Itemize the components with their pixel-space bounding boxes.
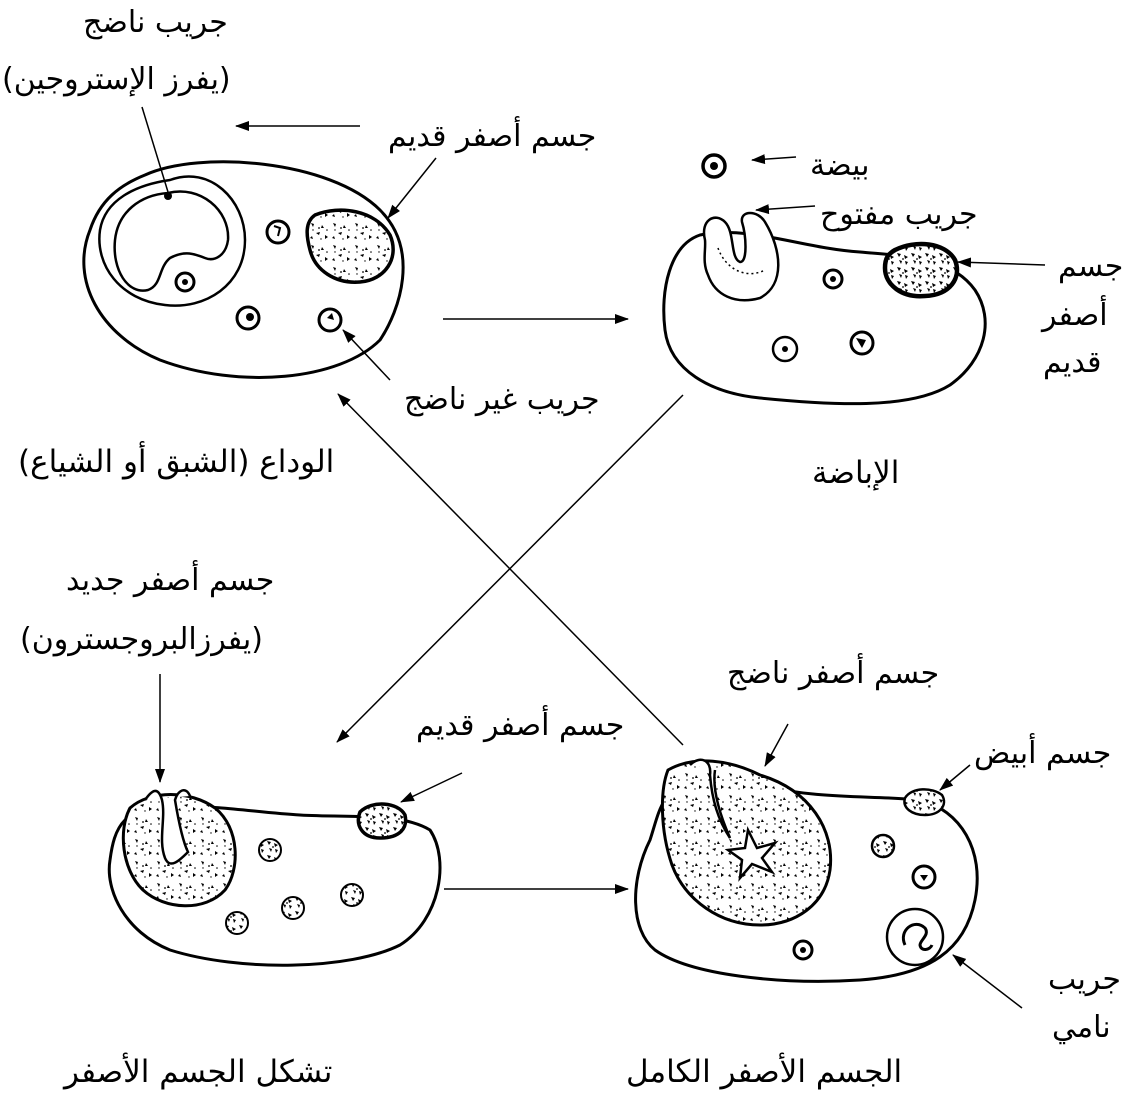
label-old-cl-right-2: أصفر bbox=[1042, 298, 1108, 333]
ovary-mature-cl bbox=[634, 758, 979, 983]
immature-follicle-3 bbox=[281, 896, 305, 920]
stage-label-involution: الوداع (الشبق أو الشياع) bbox=[18, 444, 335, 480]
label-old-cl-bottom: جسم أصفر قديم bbox=[416, 708, 625, 743]
label-old-cl-top: جسم أصفر قديم bbox=[388, 119, 597, 154]
label-mature-cl: جسم أصفر ناضج bbox=[727, 656, 940, 691]
label-estrogen: (يفرز الإستروجين) bbox=[2, 62, 231, 97]
label-corpus-albicans: جسم أبيض bbox=[974, 736, 1112, 771]
old-corpus-luteum bbox=[305, 208, 395, 284]
label-immature-follicle: جريب غير ناضج bbox=[404, 382, 600, 417]
arrow-mature-to-involution bbox=[337, 393, 684, 746]
immature-follicle-2 bbox=[340, 883, 364, 907]
growing-follicle bbox=[885, 907, 945, 967]
old-corpus-luteum bbox=[882, 241, 960, 299]
immature-follicle-4 bbox=[225, 911, 249, 935]
ovary-formation bbox=[107, 788, 442, 967]
label-open-follicle: جريب مفتوح bbox=[820, 197, 978, 232]
label-new-cl: جسم أصفر جديد bbox=[66, 563, 275, 598]
immature-follicle-3 bbox=[317, 307, 343, 333]
label-mature-follicle: جريب ناضج bbox=[83, 5, 228, 40]
stage-label-formation: تشكل الجسم الأصفر bbox=[64, 1054, 333, 1090]
immature-follicle-1 bbox=[258, 838, 282, 862]
stage-label-mature-cl: الجسم الأصفر الكامل bbox=[626, 1054, 903, 1090]
label-old-cl-right-3: قديم bbox=[1043, 345, 1102, 380]
oocyte-dot bbox=[164, 192, 172, 200]
label-old-cl-right-1: جسم bbox=[1058, 249, 1124, 284]
cl-star-core bbox=[724, 826, 779, 882]
corpus-albicans bbox=[903, 788, 946, 817]
ovary-involution bbox=[82, 160, 405, 379]
leader-arrows bbox=[141, 106, 1046, 1009]
label-ovum: بيضة bbox=[810, 148, 870, 183]
cycle-arrows bbox=[235, 121, 684, 894]
stage-label-ovulation: الإباضة bbox=[812, 455, 900, 491]
open-follicle bbox=[702, 211, 780, 302]
mature-follicle-antrum bbox=[113, 190, 230, 292]
label-growing-follicle-1: جريب bbox=[1048, 962, 1121, 997]
old-corpus-luteum bbox=[356, 802, 408, 840]
label-growing-follicle-2: نامي bbox=[1052, 1010, 1111, 1045]
label-progesterone: (يفرزالبروجسترون) bbox=[20, 622, 263, 657]
ovary-ovulation bbox=[662, 153, 987, 406]
immature-follicle-1 bbox=[870, 833, 896, 859]
